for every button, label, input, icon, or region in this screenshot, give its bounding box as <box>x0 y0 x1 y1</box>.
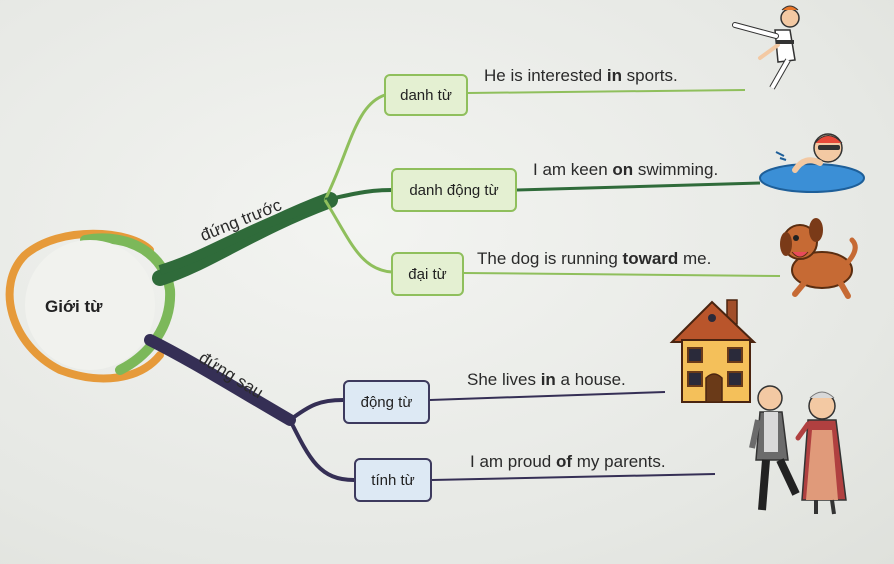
elderly-parents-illustration <box>749 385 847 515</box>
karate-kick-illustration <box>732 5 800 90</box>
sentence-3: The dog is running toward me. <box>477 249 712 268</box>
connector-danh-dong-tu <box>324 188 393 202</box>
underline-1 <box>467 89 746 94</box>
underline-4 <box>429 391 666 401</box>
underline-5 <box>431 473 716 481</box>
node-dong-tu: động từ <box>343 380 430 424</box>
sentence-1: He is interested in sports. <box>484 66 678 85</box>
sentence-4: She lives in a house. <box>467 370 626 389</box>
center-circle <box>5 229 176 383</box>
house-illustration <box>669 299 757 403</box>
center-label: Giới từ <box>45 297 103 316</box>
branch-lower <box>144 334 296 426</box>
node-danh-dong-tu: danh động từ <box>391 168 517 212</box>
node-danh-tu: danh từ <box>384 74 468 116</box>
sentence-2: I am keen on swimming. <box>533 160 719 179</box>
node-tinh-tu: tính từ <box>354 458 432 502</box>
swimmer-illustration <box>759 133 865 193</box>
underline-2 <box>516 181 761 192</box>
sentence-5: I am proud of my parents. <box>470 452 666 471</box>
connector-danh-tu <box>323 93 386 201</box>
node-dai-tu: đại từ <box>391 252 464 296</box>
connector-dai-tu <box>323 199 393 274</box>
underline-3 <box>463 272 781 277</box>
running-dog-illustration <box>780 218 858 299</box>
